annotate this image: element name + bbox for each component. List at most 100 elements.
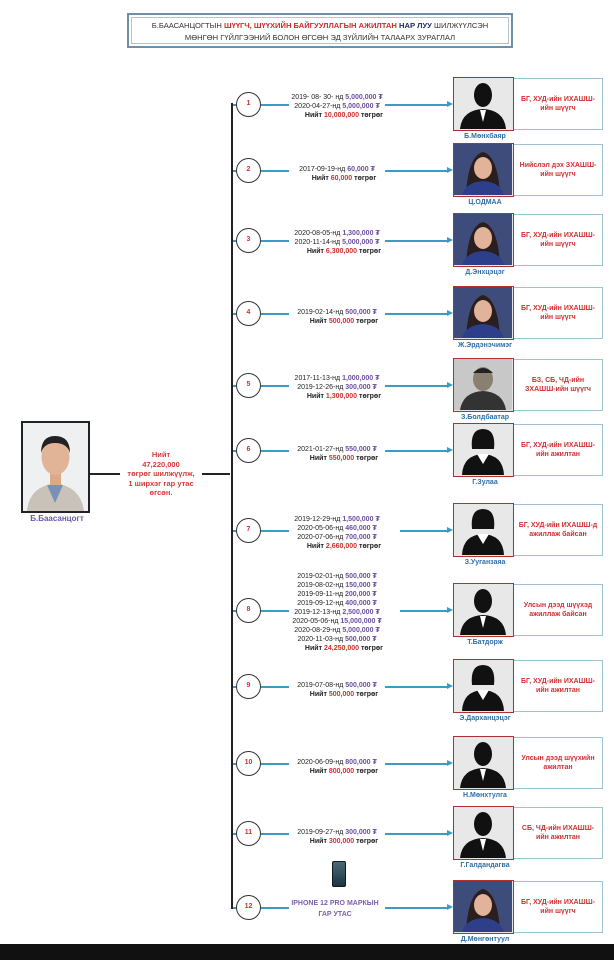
- recipient-position: Улсын дээд шүүхийн ажилтан: [514, 737, 603, 789]
- title-part: Б.БААСАНЦОГТЫН: [151, 21, 224, 30]
- branch-line: [261, 313, 289, 315]
- currency-sign: ₮: [372, 636, 377, 643]
- transactions: 2021-01-27-нд 550,000 ₮Нийт 550,000 төгр…: [262, 445, 412, 463]
- total-amount: 800,000: [328, 768, 355, 775]
- currency-sign: ₮: [378, 94, 383, 101]
- transactions: 2017-09-19-нд 60,000 ₮Нийт 60,000 төгрөг: [262, 165, 412, 183]
- bottom-bar: [0, 944, 614, 960]
- recipient-position: БГ, ХУД-ийн ИХАШШ-ийн шүүгч: [514, 78, 603, 130]
- transaction-amount: 500,000: [344, 636, 371, 643]
- summary-line: 1 ширхэг гар утас: [128, 478, 194, 488]
- recipient-number: 7: [236, 518, 261, 543]
- total-label: Нийт: [309, 838, 329, 845]
- currency-sign: ₮: [375, 515, 380, 523]
- currency-sign: ₮: [375, 239, 380, 246]
- recipient-number: 2: [236, 158, 261, 183]
- source-person-name: Б.Баасанцогт: [30, 514, 84, 523]
- total-label: Нийт: [304, 112, 324, 119]
- total-line: Нийт 550,000 төгрөг: [262, 454, 412, 463]
- total-line: Нийт 300,000 төгрөг: [262, 837, 412, 846]
- branch-line: [261, 450, 289, 452]
- total-amount: 24,250,000: [323, 645, 360, 652]
- transaction-amount: 1,000,000: [342, 375, 374, 382]
- total-line: Нийт 6,300,000 төгрөг: [262, 247, 412, 256]
- total-line: Нийт 800,000 төгрөг: [262, 767, 412, 776]
- recipient-number: 6: [236, 438, 261, 463]
- recipient-position: БЗ, СБ, ЧД-ийн ЗХАШШ-ийн шүүгч: [514, 359, 603, 411]
- male-silhouette-icon: [453, 806, 514, 860]
- branch-line: [261, 686, 289, 688]
- transaction-line: 2020-08-29-нд 5,000,000 ₮: [262, 626, 412, 635]
- currency-sign: ₮: [372, 573, 377, 580]
- summary-line: 47,220,000: [142, 459, 180, 469]
- recipient-position: БГ, ХУД-ийн ИХАШШ-ийн шүүгч: [514, 214, 603, 266]
- transaction-date: 2019-02-14-нд: [297, 309, 346, 316]
- arrow-line: [385, 237, 453, 243]
- recipient-number: 10: [236, 751, 261, 776]
- diagram-title: Б.БААСАНЦОГТЫН ШҮҮГЧ, ШҮҮХИЙН БАЙГУУЛЛАГ…: [127, 13, 513, 48]
- currency-sign: ₮: [372, 384, 377, 391]
- title-part: НАР ЛУУ: [396, 21, 432, 30]
- summary-line: төгрөг шилжүүлж,: [120, 469, 202, 479]
- arrow-line: [385, 382, 453, 388]
- branch-line: [261, 170, 289, 172]
- transactions: 2019-02-01-нд 500,000 ₮2019-08-02-нд 150…: [262, 572, 412, 653]
- transaction-date: 2017-11-13-нд: [294, 375, 343, 382]
- recipient-position: БГ, ХУД-ийн ИХАШШ-ийн ажилтан: [514, 660, 603, 712]
- transaction-amount: 500,000: [345, 682, 371, 689]
- currency-sign: ₮: [375, 609, 380, 616]
- total-label: Нийт: [306, 542, 326, 550]
- recipient-number: 11: [236, 821, 261, 846]
- recipient-name: Г.Зулаа: [472, 479, 498, 486]
- woman-photo-icon: [453, 880, 514, 934]
- transaction-line: 2020-06-09-нд 800,000 ₮: [262, 758, 412, 767]
- recipient-number: 8: [236, 598, 261, 623]
- transaction-amount: 2,500,000: [342, 609, 374, 616]
- currency-sign: ₮: [372, 759, 377, 766]
- gift-line: IPHONE 12 PRO МАРКЫН: [291, 900, 379, 907]
- branch-line: [261, 763, 289, 765]
- total-line: Нийт 60,000 төгрөг: [262, 174, 412, 183]
- currency-sign: ₮: [375, 375, 380, 382]
- currency-sign: ₮: [375, 103, 380, 110]
- transaction-line: 2019-02-01-нд 500,000 ₮: [262, 572, 412, 581]
- total-label: Нийт: [304, 645, 324, 652]
- branch-line: [261, 104, 289, 106]
- branch-line: [261, 907, 289, 909]
- currency-sign: ₮: [375, 627, 380, 634]
- recipient-name: Д.Энхцэцэг: [465, 269, 505, 276]
- total-line: Нийт 24,250,000 төгрөг: [262, 644, 412, 653]
- recipient-name: Э.Дарханцэцэг: [459, 715, 511, 722]
- currency-label: төгрөг: [356, 691, 379, 698]
- transaction-line: 2020-04-27-нд 5,000,000 ₮: [262, 102, 412, 111]
- currency-sign: ₮: [372, 309, 377, 316]
- woman-photo-icon: [453, 143, 514, 197]
- transaction-date: 2020-06-09-нд: [297, 759, 346, 766]
- transaction-amount: 500,000: [345, 573, 371, 580]
- transaction-date: 2019-09-12-нд: [297, 600, 346, 607]
- total-label: Нийт: [311, 175, 331, 182]
- arrow-line: [385, 830, 453, 836]
- transaction-line: 2017-11-13-нд 1,000,000 ₮: [262, 374, 412, 383]
- transaction-amount: 1,500,000: [342, 515, 374, 523]
- recipient-number: 4: [236, 301, 261, 326]
- total-line: Нийт 500,000 төгрөг: [262, 690, 412, 699]
- transaction-amount: 1,300,000: [342, 230, 374, 237]
- transaction-date: 2019-02-01-нд: [297, 573, 346, 580]
- total-amount: 550,000: [328, 455, 355, 462]
- transaction-line: 2019-09-12-нд 400,000 ₮: [262, 599, 412, 608]
- transactions: 2019-02-14-нд 500,000 ₮Нийт 500,000 төгр…: [262, 308, 412, 326]
- currency-label: төгрөг: [360, 112, 384, 119]
- currency-label: төгрөг: [359, 542, 382, 550]
- transaction-date: 2020-08-05-нд: [294, 230, 343, 237]
- total-amount: 500,000: [328, 691, 355, 698]
- transaction-line: 2019-07-08-нд 500,000 ₮: [262, 681, 412, 690]
- transaction-amount: 200,000: [344, 591, 371, 598]
- transaction-line: 2020-05-06-нд 460,000 ₮: [262, 524, 412, 533]
- total-label: Нийт: [309, 455, 329, 462]
- arrow-line: [385, 447, 453, 453]
- total-line: Нийт 10,000,000 төгрөг: [262, 111, 412, 120]
- recipient-position: БГ, ХУД-ийн ИХАШШ-ийн шүүгч: [514, 287, 603, 339]
- transaction-date: 2020-07-06-нд: [297, 533, 346, 541]
